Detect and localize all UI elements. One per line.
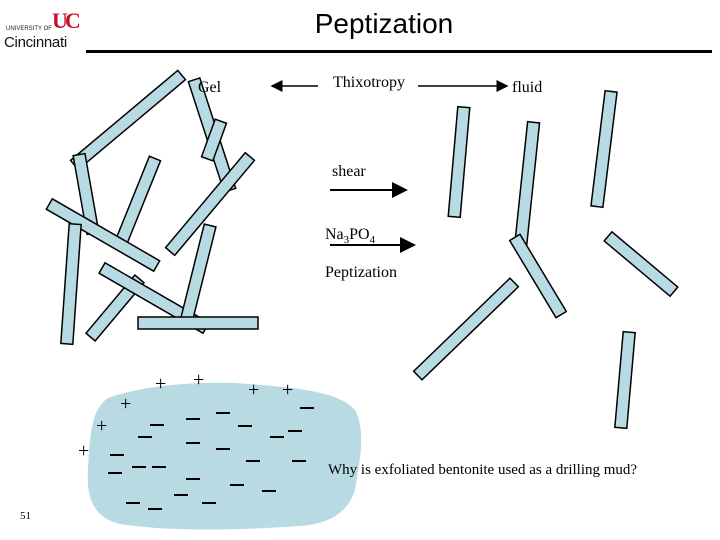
slide-number: 51	[20, 510, 31, 522]
gel-platelet	[69, 69, 187, 171]
gel-platelet	[137, 316, 259, 330]
peptization-label: Peptization	[325, 264, 397, 281]
thixotropy-label: Thixotropy	[333, 74, 405, 91]
na3po4-base: Na	[325, 226, 344, 243]
fluid-label: fluid	[512, 79, 543, 96]
fluid-platelet	[614, 330, 636, 430]
na3po4-mid: PO	[349, 226, 370, 243]
gel-platelet	[112, 155, 162, 251]
gel-platelet	[60, 222, 82, 346]
plus-sign: +	[78, 440, 89, 462]
question-text: Why is exfoliated bentonite used as a dr…	[328, 462, 638, 478]
plus-sign: +	[120, 393, 131, 415]
fluid-platelet	[513, 120, 541, 250]
logo-main-text: Cincinnati	[4, 34, 67, 51]
na3po4-label: Na3PO4	[325, 226, 375, 246]
shear-label: shear	[332, 163, 366, 180]
fluid-platelet	[603, 230, 679, 298]
fluid-platelets	[412, 89, 679, 430]
na3po4-sub2: 4	[369, 234, 376, 246]
negative-charges	[108, 407, 314, 510]
plus-sign: +	[155, 373, 166, 395]
plus-sign: +	[282, 379, 293, 401]
fluid-platelet	[412, 277, 520, 381]
gel-label: Gel	[198, 79, 222, 96]
logo-small-text: UNIVERSITY OF	[6, 26, 52, 32]
gel-platelet	[164, 151, 256, 257]
logo-mark: UC	[52, 8, 81, 33]
gel-platelet	[200, 118, 228, 162]
fluid-platelet	[508, 233, 568, 319]
charged-clay-particle	[87, 382, 362, 530]
fluid-platelet	[590, 89, 618, 209]
gel-platelet	[45, 197, 161, 273]
university-logo: UC UNIVERSITY OF Cincinnati	[4, 8, 86, 51]
positive-charges: + + + + + + +	[78, 369, 293, 462]
gel-network	[45, 69, 259, 346]
slide-title: Peptization	[314, 8, 454, 39]
plus-sign: +	[96, 415, 107, 437]
plus-sign: +	[193, 369, 204, 391]
na3po4-sub1: 3	[343, 234, 350, 246]
title-divider	[86, 50, 712, 53]
fluid-platelet	[447, 105, 471, 219]
plus-sign: +	[248, 379, 259, 401]
